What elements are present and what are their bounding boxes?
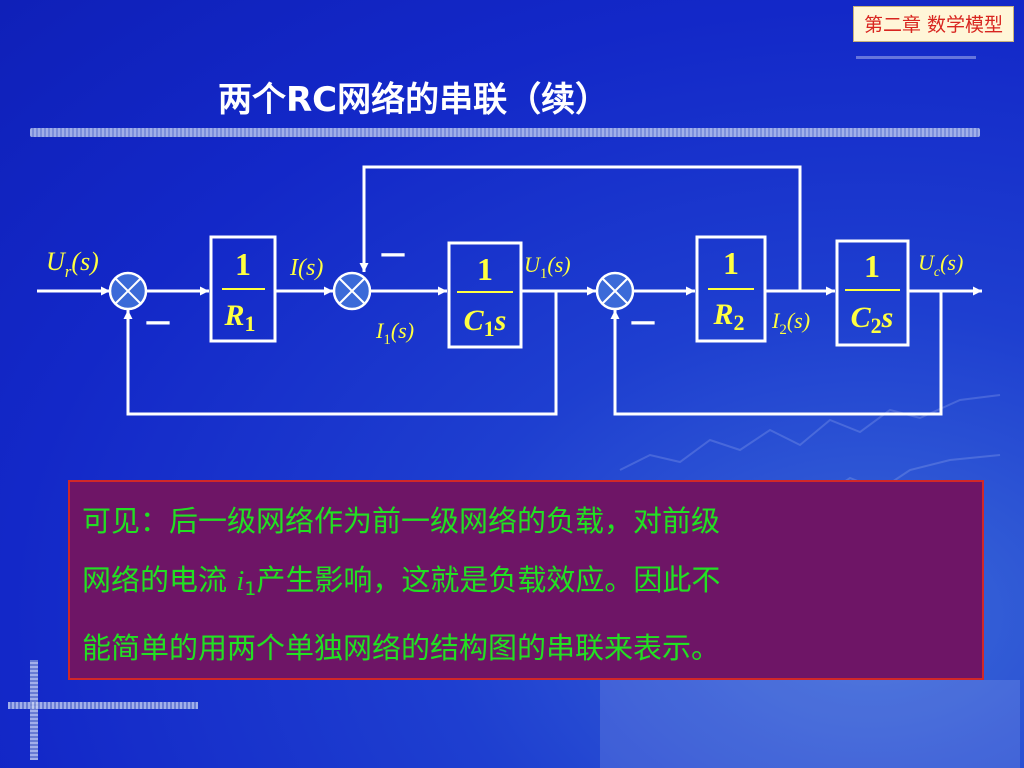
current-variable-i: i [236,565,245,597]
feedback-loop-2 [610,291,943,416]
explanation-line-2: 网络的电流 i1产生影响，这就是负载效应。因此不 [82,563,721,600]
svg-text:1: 1 [864,248,880,284]
summing-junction-1 [108,271,148,311]
slide-title: 两个RC网络的串联（续） [218,80,610,120]
feedback-loop-top [359,165,802,291]
explanation-box: 可见：后一级网络作为前一级网络的负载，对前级 网络的电流 i1产生影响，这就是负… [68,480,984,680]
block-1-over-C2s: 1 C2s [835,239,910,347]
current-variable-subscript: 1 [244,578,257,600]
label-I: I(s) [289,255,323,281]
svg-text:R2: R2 [712,298,744,335]
explanation-line-3: 能简单的用两个单独网络的结构图的串联来表示。 [82,631,721,665]
svg-text:R1: R1 [223,299,255,336]
label-input-Ur: Ur(s) [46,247,99,281]
explanation-line-1: 可见：后一级网络作为前一级网络的负载，对前级 [82,504,721,538]
svg-text:C1s: C1s [464,304,507,341]
minus-sign-sum2: — [380,239,406,269]
label-output-Uc: Uc(s) [918,250,963,280]
chapter-tag: 第二章 数学模型 [852,6,1014,42]
feedback-loop-1 [123,291,558,416]
label-I2: I2(s) [771,308,810,338]
label-I1: I1(s) [375,318,414,348]
block-1-over-R2: 1 R2 [695,235,767,343]
svg-text:1: 1 [723,245,739,281]
summing-junction-2 [332,271,372,311]
svg-text:1: 1 [477,251,493,287]
block-1-over-R1: 1 R1 [209,235,277,343]
minus-sign-sum1: — [145,307,171,337]
title-divider [30,128,980,137]
tag-underline [856,56,976,59]
decoration-horizontal-bar [8,702,198,709]
label-U1: U1(s) [524,252,571,282]
svg-text:1: 1 [235,246,251,282]
block-1-over-C1s: 1 C1s [447,241,523,349]
svg-text:C2s: C2s [851,301,894,338]
decoration-vertical-bar [30,660,38,760]
summing-junction-3 [595,271,635,311]
minus-sign-sum3: — [630,307,656,337]
